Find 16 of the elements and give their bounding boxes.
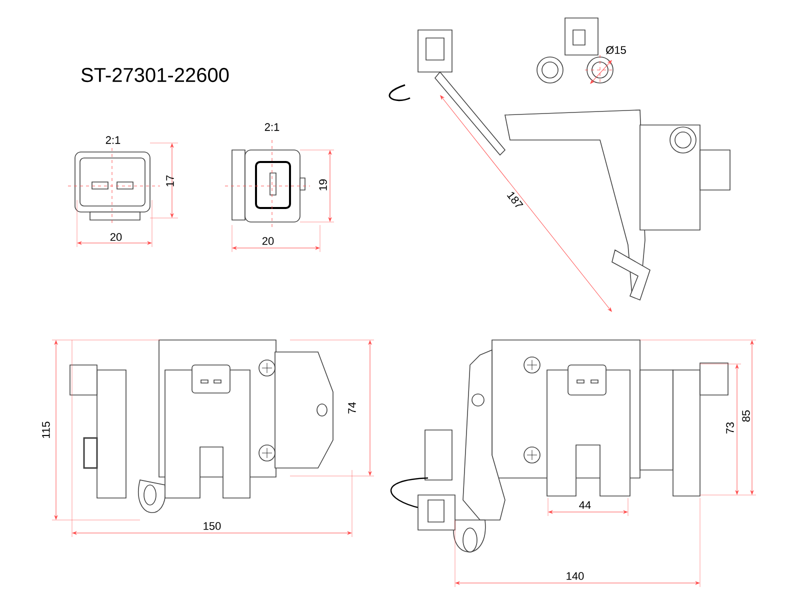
dimension-label: 19 (319, 179, 327, 190)
dimension-label: 17 (166, 175, 174, 186)
dimension-label: 73 (726, 422, 734, 434)
dimension-label: 2:1 (264, 123, 280, 131)
dimension-label: 115 (42, 422, 50, 438)
dimension-label: 20 (110, 233, 122, 241)
dimension-label: 85 (742, 410, 750, 422)
dimension-label: 187 (506, 192, 524, 208)
dimension-label: 20 (262, 237, 274, 245)
dimension-label: 2:1 (106, 136, 120, 144)
dimension-label: 140 (566, 572, 584, 580)
dimension-label: 150 (204, 522, 221, 530)
part-number: ST-27301-22600 (81, 68, 229, 82)
dimension-label: 44 (579, 501, 591, 509)
dimension-label: 74 (348, 402, 356, 414)
dimension-label: Ø15 (606, 46, 626, 54)
